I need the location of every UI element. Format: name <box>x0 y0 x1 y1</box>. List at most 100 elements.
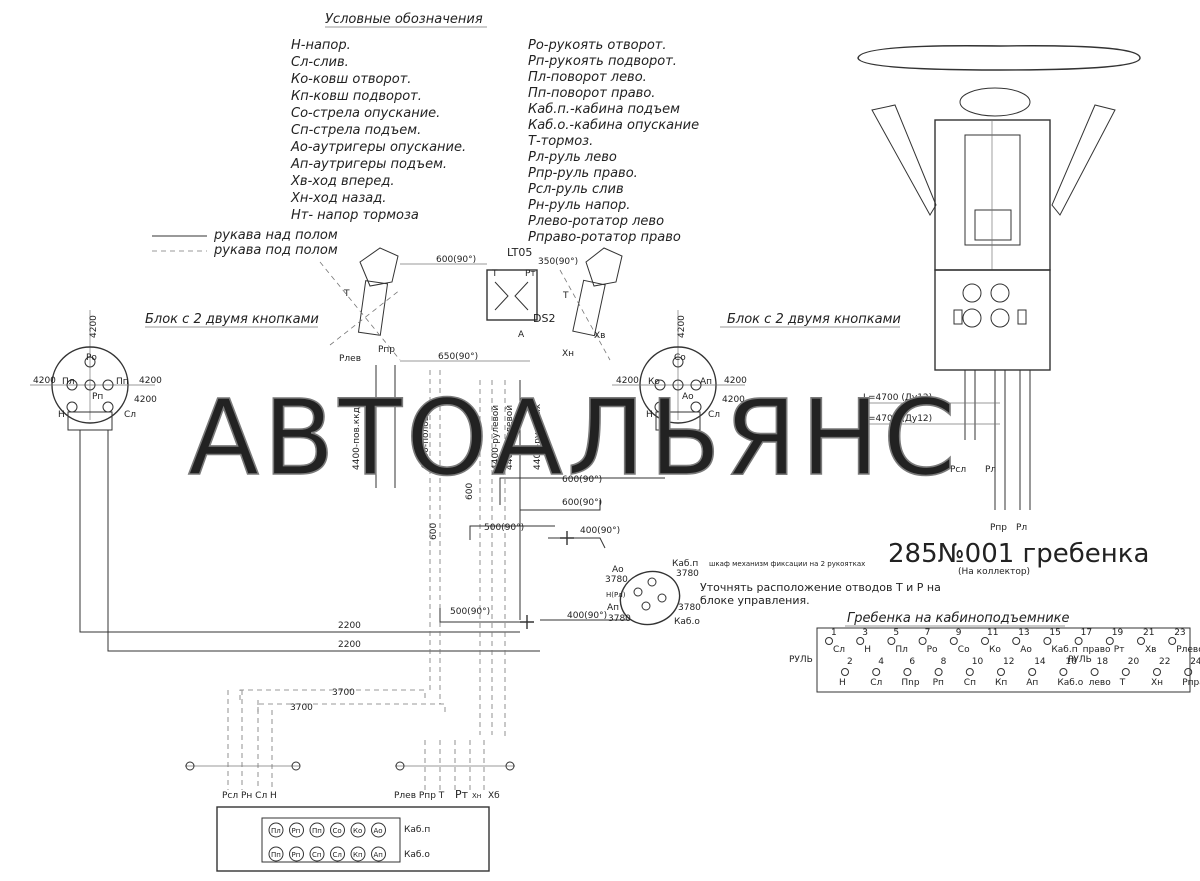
left-button-block: Блок с 2 двумя кнопками Ро Пл Рп Пп Н Сл… <box>30 310 319 431</box>
comb-port-number: 11 <box>987 628 998 638</box>
legend-item: Нт- напор тормоза <box>291 208 419 223</box>
label-t: Т <box>562 291 569 301</box>
comb-port <box>1028 668 1037 676</box>
bottom-xn: Хн <box>472 792 481 800</box>
legend-item: Ао-аутригеры опускание. <box>290 140 466 155</box>
comb-port-number: 23 <box>1174 628 1185 638</box>
cabin-block: Ао Ап Н(Рл) Каб.п Каб.о 3780 3780 3780 3… <box>605 559 941 627</box>
port-label: Ао <box>682 392 694 402</box>
comb-port <box>1043 637 1052 645</box>
comb-port <box>841 668 849 676</box>
panel-port-label: Рп <box>292 827 301 835</box>
note-line: Уточнять расположение отводов Т и Р на <box>700 581 941 594</box>
panel-port <box>350 822 366 838</box>
comb-port-label: Пл <box>895 645 908 655</box>
label-rlev: Рлев <box>339 354 361 364</box>
comb-port-label: Сл <box>870 678 882 688</box>
manifold-title: 285№001 гребенка <box>888 539 1149 569</box>
dimension-label: 650(90°) <box>438 352 478 362</box>
comb-port-label: Ро <box>927 645 938 655</box>
dimension-label: 4400-пов.ккд <box>352 407 362 470</box>
comb-port-number: 6 <box>909 657 915 667</box>
comb-port <box>1168 637 1177 645</box>
dimension-label: 400(90°) <box>567 611 607 621</box>
legend-item: Каб.п.-кабина подъем <box>528 102 680 117</box>
port-label: Сл <box>124 410 136 420</box>
dimension-label: 4400-рулевой <box>505 405 515 470</box>
comb-port-number: 8 <box>941 657 947 667</box>
comb-port <box>997 668 1005 676</box>
valve-port: T <box>491 269 498 279</box>
dimension-label: 600 <box>465 483 475 500</box>
dimension-label: 3780 <box>608 614 631 624</box>
valve-port: DS2 <box>533 312 555 325</box>
comb-port <box>1059 668 1068 676</box>
panel-port-label: Кп <box>353 851 363 859</box>
label-kabo: Каб.о <box>674 617 700 627</box>
panel-port-label: Пл <box>271 827 281 835</box>
comb-port-number: 12 <box>1003 657 1014 667</box>
valve-code: LT05 <box>507 246 532 259</box>
comb-port-number: 14 <box>1034 657 1046 667</box>
comb-port-label: Н <box>864 645 871 655</box>
legend-item: Сп-стрела подъем. <box>291 123 421 138</box>
comb-port-label: Рлево <box>1176 645 1200 655</box>
left-block-title: Блок с 2 двумя кнопками <box>145 312 319 327</box>
comb-port-label: Со <box>958 645 970 655</box>
port-label: Ро <box>86 353 97 363</box>
dimension-label: 400(90°) <box>580 526 620 536</box>
comb-port <box>981 637 989 645</box>
comb-port <box>1137 637 1145 645</box>
note-small: шкаф механизм фиксации на 2 рукоятках <box>709 560 865 568</box>
dimension-label: 4400-пов.кк <box>366 413 376 470</box>
legend-item: Хв-ход вперед. <box>290 174 395 189</box>
dimension-label: 4200 <box>724 376 747 386</box>
bottom-xv: Хб <box>488 791 500 801</box>
panel-port <box>268 822 284 838</box>
valve-port: A <box>518 330 525 340</box>
dimension-label: 3700 <box>332 688 355 698</box>
dimension-label: 4400-рулевых <box>533 403 543 470</box>
comb-port <box>949 637 958 645</box>
label-rpr: Рпр <box>378 345 395 355</box>
valve-port: Рт <box>525 269 536 279</box>
comb-port <box>965 668 974 676</box>
label-ao: Ао <box>612 565 624 575</box>
label-t: Т <box>343 289 350 299</box>
legend-item: Ко-ковш отворот. <box>291 72 411 87</box>
manifold-subtitle: (На коллектор) <box>958 567 1030 577</box>
port-label: Н <box>58 410 65 420</box>
port-label: Пл <box>62 377 75 387</box>
comb-port-label: Ко <box>989 645 1001 655</box>
legend-title: Условные обозначения <box>325 12 483 27</box>
dimension-label: 2200 <box>338 621 361 631</box>
panel-port <box>289 822 304 838</box>
legend-item: Сл-слив. <box>291 55 349 70</box>
right-button-block: Блок с 2 двумя кнопками Со Ко Ап Ао Н Сл… <box>612 310 901 431</box>
dimension-label: 4200 <box>677 315 687 338</box>
dimension-label: 4200 <box>722 395 745 405</box>
legend-left-column: Н-напор. Сл-слив. Ко-ковш отворот. Кп-ко… <box>290 38 466 223</box>
comb-port-number: 5 <box>893 628 899 638</box>
right-block-title: Блок с 2 двумя кнопками <box>727 312 901 327</box>
comb-port <box>918 637 927 645</box>
dimension-label: 600(90°) <box>562 475 602 485</box>
dimension-label: 4200 <box>616 376 639 386</box>
comb-port-label: Н <box>839 678 846 688</box>
label-rsl: Рсл <box>950 465 966 475</box>
comb-bottom-row: 2Н4Сл6Пnр8Рп10Сп12Кп14Ап16Каб.о18лево20Т… <box>839 657 1200 688</box>
comb-port-label: Т <box>1119 678 1126 688</box>
dimension-label: 3700 <box>290 703 313 713</box>
comb-port-label: Рправо <box>1182 678 1200 688</box>
panel-port <box>268 846 284 862</box>
comb-port-number: 22 <box>1159 657 1170 667</box>
panel-port-label: Со <box>333 827 342 835</box>
comb-port-label: Хв <box>1145 645 1156 655</box>
panel-port <box>350 846 366 862</box>
panel-port-label: Ао <box>374 827 383 835</box>
dimension-label: 3780 <box>678 603 701 613</box>
comb-port-number: 10 <box>972 657 984 667</box>
bottom-right-group: Рлев Рпр Т <box>394 791 445 801</box>
